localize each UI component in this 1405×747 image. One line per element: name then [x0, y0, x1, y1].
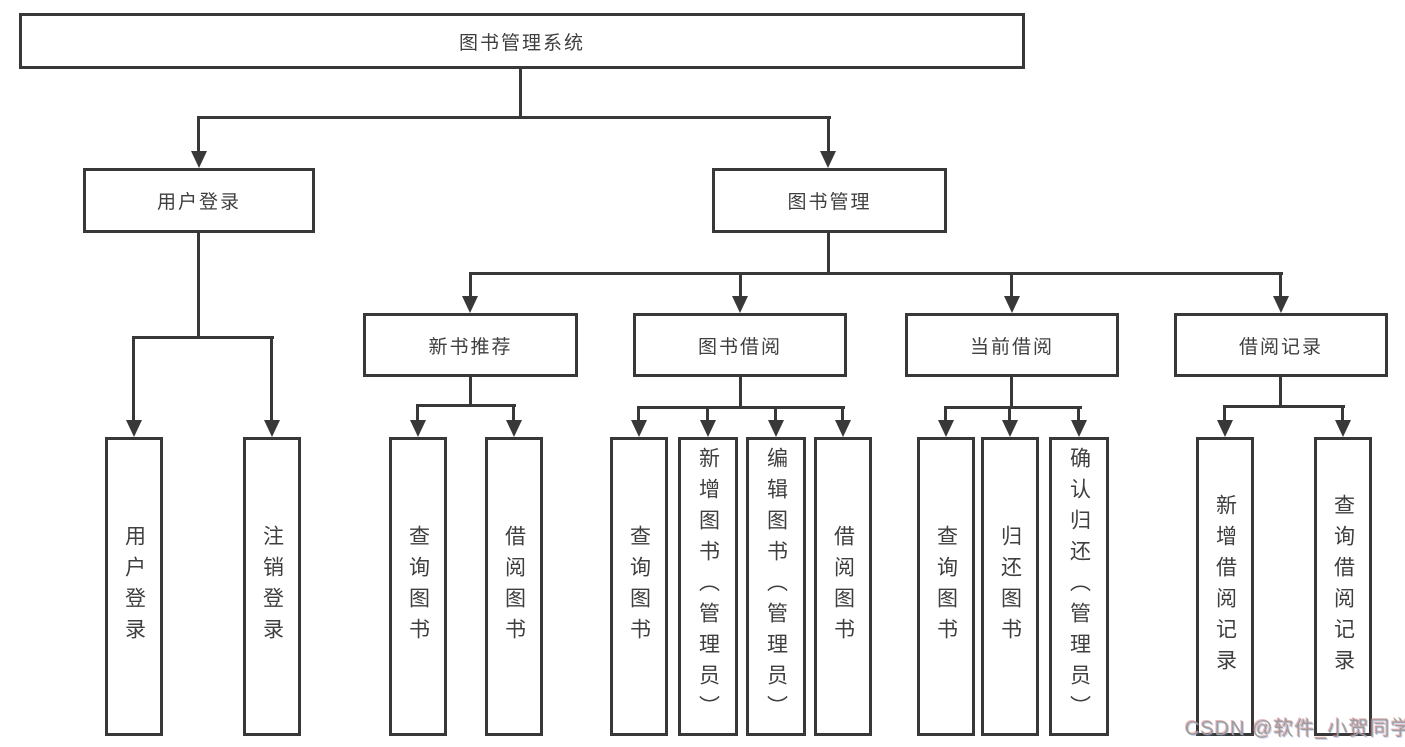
connector-line: [827, 233, 830, 275]
node-query-borrow-record: 查询借阅记录: [1314, 437, 1372, 736]
node-query-books-borrow: 查询图书: [610, 437, 668, 736]
connector-line: [1279, 272, 1282, 298]
connector-line: [270, 336, 273, 422]
arrowhead-icon: [1217, 420, 1233, 437]
arrowhead-icon: [700, 420, 716, 437]
connector-line: [774, 406, 777, 422]
node-return-books: 归还图书: [981, 437, 1039, 736]
arrowhead-icon: [506, 420, 522, 437]
arrowhead-icon: [410, 420, 426, 437]
connector-line: [1341, 405, 1344, 422]
arrowhead-icon: [126, 420, 142, 437]
connector-line: [132, 336, 274, 339]
connector-line: [469, 377, 472, 407]
connector-line: [469, 272, 1283, 275]
arrowhead-icon: [1335, 420, 1351, 437]
node-query-books-current: 查询图书: [917, 437, 975, 736]
connector-line: [1223, 405, 1226, 422]
connector-line: [827, 116, 830, 154]
arrowhead-icon: [1004, 296, 1020, 313]
node-book-management: 图书管理: [712, 168, 947, 233]
arrowhead-icon: [462, 296, 478, 313]
watermark-text: CSDN @软件_小贺同学: [1185, 718, 1405, 740]
node-logout: 注销登录: [243, 437, 301, 736]
node-add-books-admin: 新增图书（管理员）: [678, 437, 738, 736]
node-borrow-records: 借阅记录: [1174, 313, 1388, 377]
connector-line: [1279, 377, 1282, 408]
node-confirm-return-admin: 确认归还（管理员）: [1049, 437, 1109, 736]
connector-line: [739, 272, 742, 298]
arrowhead-icon: [732, 296, 748, 313]
node-new-book-recommend: 新书推荐: [363, 313, 578, 377]
arrowhead-icon: [768, 420, 784, 437]
connector-line: [1010, 272, 1013, 298]
node-add-borrow-record: 新增借阅记录: [1196, 437, 1254, 736]
arrowhead-icon: [1002, 420, 1018, 437]
node-current-borrowing: 当前借阅: [905, 313, 1119, 377]
node-edit-books-admin: 编辑图书（管理员）: [746, 437, 806, 736]
connector-line: [197, 116, 200, 154]
arrowhead-icon: [938, 420, 954, 437]
connector-line: [1010, 377, 1013, 409]
connector-line: [512, 404, 515, 422]
connector-line: [637, 406, 845, 409]
connector-line: [944, 406, 1082, 409]
connector-line: [197, 116, 831, 119]
connector-line: [739, 377, 742, 409]
connector-line: [841, 406, 844, 422]
connector-line: [416, 404, 516, 407]
arrowhead-icon: [264, 420, 280, 437]
arrowhead-icon: [1071, 420, 1087, 437]
arrowhead-icon: [1273, 296, 1289, 313]
connector-line: [1008, 406, 1011, 422]
arrowhead-icon: [631, 420, 647, 437]
node-borrow-books: 借阅图书: [814, 437, 872, 736]
connector-line: [197, 233, 200, 339]
connector-line: [1077, 406, 1080, 422]
connector-line: [1223, 405, 1345, 408]
node-library-management-system: 图书管理系统: [19, 13, 1025, 69]
connector-line: [944, 406, 947, 422]
node-query-books-recommend: 查询图书: [389, 437, 447, 736]
connector-line: [132, 336, 135, 422]
node-user-login: 用户登录: [83, 168, 315, 233]
arrowhead-icon: [820, 151, 836, 168]
connector-line: [416, 404, 419, 422]
connector-line: [469, 272, 472, 298]
connector-line: [519, 69, 522, 119]
connector-line: [706, 406, 709, 422]
node-user-login-leaf: 用户登录: [105, 437, 163, 736]
node-borrow-books-recommend: 借阅图书: [485, 437, 543, 736]
arrowhead-icon: [835, 420, 851, 437]
arrowhead-icon: [191, 151, 207, 168]
node-book-borrowing: 图书借阅: [633, 313, 847, 377]
connector-line: [637, 406, 640, 422]
